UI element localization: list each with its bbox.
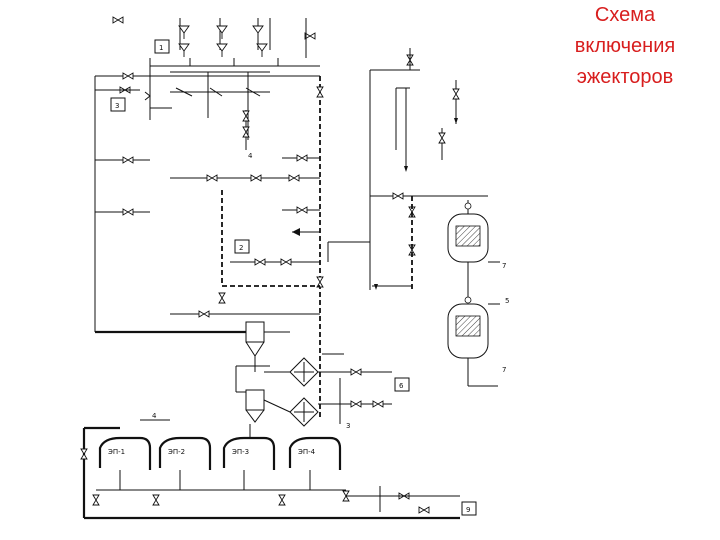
pump-line-valve-icon (418, 506, 430, 514)
inlet-funnel-icon (256, 43, 268, 58)
tank-upper (447, 200, 500, 298)
box-2-label: 2 (239, 244, 243, 252)
pump-label-2: ЭП-2 (168, 448, 185, 456)
line-valve-icon (122, 156, 134, 164)
number-5: 5 (505, 297, 509, 305)
collector-network (94, 72, 324, 420)
inlet-funnel-icon (178, 43, 190, 58)
riser-valve-icon (438, 132, 446, 144)
pump-line-valve-icon (92, 494, 100, 506)
box-9: 9 (461, 501, 477, 516)
box-3: 3 (110, 97, 126, 112)
box-2: 2 (234, 239, 250, 254)
title-line-1: Схема (594, 4, 656, 26)
box-1-label: 1 (159, 44, 163, 52)
line-valve-icon (296, 154, 308, 162)
riser-valve-icon (452, 88, 460, 100)
line-valve-icon (122, 72, 134, 80)
number-4-low: 4 (152, 412, 157, 420)
line-valve-icon (280, 258, 292, 266)
tank-lower (447, 296, 500, 387)
line-valve-icon (392, 192, 404, 200)
bottom-pump-row: ЭП-1 ЭП-2 ЭП-3 ЭП-4 (80, 419, 460, 520)
lower-ejector-assembly (235, 321, 392, 427)
box-3-label: 3 (115, 102, 119, 110)
right-piping (327, 48, 488, 290)
top-ejector-assembly (112, 16, 320, 140)
line-valve-icon (350, 368, 362, 376)
number-4-top: 4 (248, 152, 253, 160)
line-valve-icon (198, 310, 210, 318)
riser-valve-icon (218, 292, 226, 304)
title-line-3: эжекторов (576, 66, 674, 88)
pump-line-valve-icon (278, 494, 286, 506)
line-valve-icon (254, 258, 266, 266)
pump-line-valve-icon (80, 448, 88, 460)
line-valve-icon (122, 208, 134, 216)
line-valve-icon (206, 174, 218, 182)
inlet-funnel-icon (216, 25, 228, 40)
number-7-a: 7 (502, 262, 506, 270)
box-1: 1 (154, 39, 170, 54)
pump-label-3: ЭП-3 (232, 448, 249, 456)
diagram-title: Схема включения эжекторов (540, 0, 710, 93)
line-valve-icon (350, 400, 362, 408)
line-valve-icon (288, 174, 300, 182)
number-7-b: 7 (502, 366, 506, 374)
top-valve-icon (112, 16, 124, 24)
pump-label-1: ЭП-1 (108, 448, 125, 456)
box-9-label: 9 (466, 506, 470, 514)
line-valve-icon (372, 400, 384, 408)
inlet-funnel-icon (252, 25, 264, 40)
inlet-funnel-icon (216, 43, 228, 58)
pump-label-4: ЭП-4 (298, 448, 316, 456)
number-3-low: 3 (346, 422, 350, 430)
riser-valve-icon (316, 86, 324, 98)
title-line-2: включения (574, 35, 676, 57)
line-valve-icon (296, 206, 308, 214)
box-6: 6 (394, 377, 410, 392)
pump-line-valve-icon (152, 494, 160, 506)
box-6-label: 6 (399, 382, 404, 390)
line-valve-icon (250, 174, 262, 182)
